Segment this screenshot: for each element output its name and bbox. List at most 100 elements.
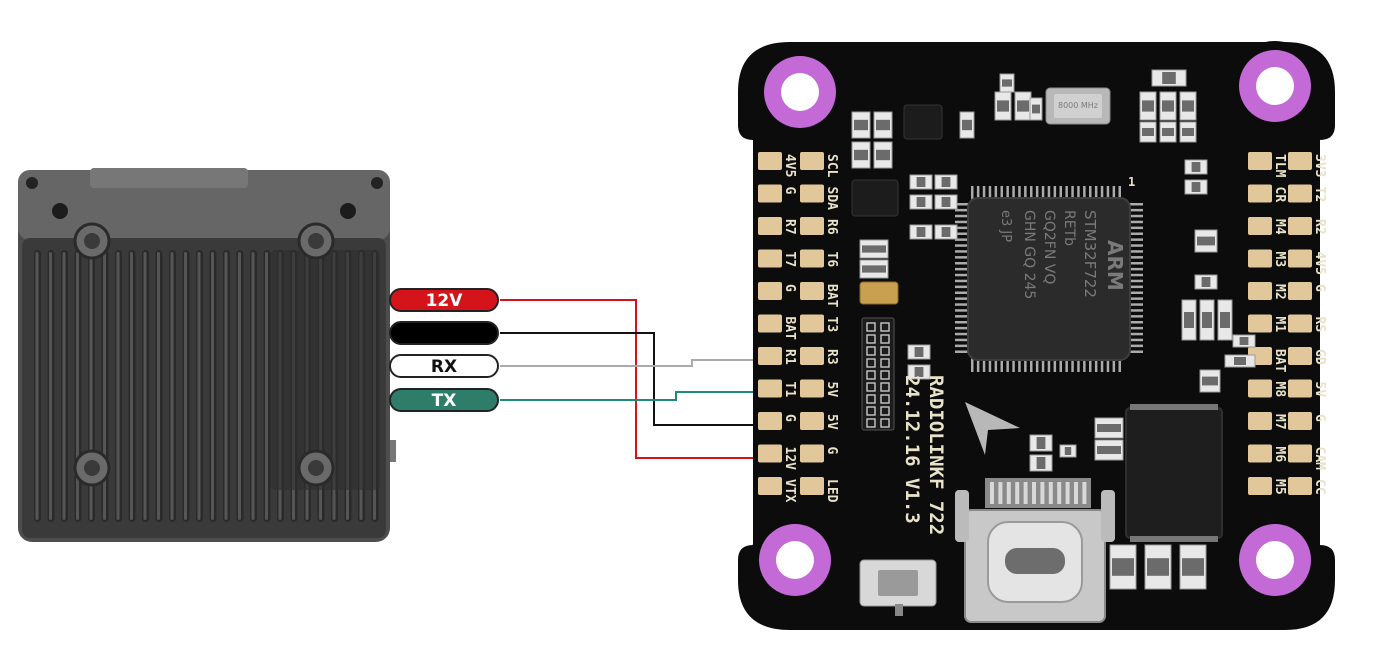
pad-label: M4: [1272, 219, 1287, 235]
solder-pad: [800, 184, 824, 203]
wire-label-12v: 12V: [389, 288, 499, 312]
smd-part: [909, 224, 933, 240]
usb-pin: [1074, 482, 1078, 504]
solder-pad: [1248, 184, 1272, 203]
mcu-pin: [955, 285, 969, 289]
header-pin: [866, 322, 876, 332]
mcu-pin: [955, 279, 969, 283]
brand-logo-icon: [965, 402, 1020, 455]
usb-pin: [990, 482, 994, 504]
solder-pad: [1288, 249, 1312, 268]
heatsink-fin-highlight: [49, 252, 52, 520]
mcu-pin: [955, 303, 969, 306]
mcu-pin: [1100, 358, 1104, 372]
smd-part: [959, 111, 975, 139]
header-pin: [866, 406, 876, 416]
mcu-pin: [1035, 186, 1039, 200]
header-pin: [866, 346, 876, 356]
mcu-pin: [1129, 208, 1143, 212]
solder-pad: [800, 282, 824, 300]
solder-pad: [758, 152, 782, 170]
smd-part: [851, 111, 871, 139]
boot-button: [859, 559, 937, 616]
pad-label: T1: [782, 382, 797, 398]
pad-label: G: [782, 414, 797, 422]
mcu-pin: [1106, 186, 1110, 200]
mcu-pin: [1100, 186, 1104, 200]
mcu-pin: [1041, 186, 1045, 200]
mcu-pin: [1053, 186, 1057, 200]
device-module: [18, 168, 396, 542]
pad-label: M7: [1272, 414, 1287, 430]
solder-pad: [758, 444, 782, 463]
mcu-pin: [1129, 338, 1143, 342]
solder-pad: [800, 379, 824, 398]
mcu-pin: [1129, 214, 1143, 218]
mcu-pin: [1112, 358, 1116, 372]
mcu-pin: [955, 309, 969, 312]
mcu-pin: [1106, 358, 1110, 372]
device-screw: [26, 177, 38, 189]
pad-label: G: [782, 187, 797, 195]
version-label: 24.12.16 V1.3: [901, 375, 923, 524]
wire-line: [500, 391, 767, 401]
small-ic: [851, 179, 899, 217]
mcu-pin: [976, 186, 980, 200]
smd-part: [1217, 299, 1233, 341]
header-pin: [866, 382, 876, 392]
device-screw: [52, 203, 68, 219]
mcu-pin: [1077, 358, 1080, 372]
pad-label: T7: [782, 252, 797, 268]
solder-pad: [758, 217, 782, 235]
solder-pad: [800, 152, 824, 170]
mcu-pin: [1006, 358, 1009, 372]
solder-pad: [1288, 347, 1312, 365]
device-top-lip: [90, 168, 248, 188]
solder-pad: [1288, 314, 1312, 333]
pad-label: CR: [1272, 187, 1287, 203]
pad-label: SCL: [824, 154, 839, 178]
mcu-pin: [1118, 358, 1121, 372]
header-pin: [866, 334, 876, 344]
heatsink-fin-highlight: [265, 252, 268, 520]
small-ic-top: [903, 104, 943, 140]
mcu-pin: [1129, 285, 1143, 289]
usb-pin: [1082, 482, 1087, 504]
mcu-pin: [1129, 279, 1143, 283]
mcu-pin: [1030, 358, 1033, 372]
heatsink-fin-highlight: [143, 252, 147, 520]
smd-part: [1029, 434, 1053, 452]
mcu-pin: [1129, 244, 1143, 247]
mcu-pin: [1053, 358, 1057, 372]
mcu-pin: [955, 203, 969, 206]
usb-pin: [998, 482, 1003, 504]
pad-label: R7: [782, 219, 797, 235]
pad-label: 4V5: [1312, 252, 1327, 275]
pad-label: RS: [1312, 317, 1327, 333]
pad-label: GD: [1312, 349, 1327, 365]
solder-pad: [758, 314, 782, 333]
mcu-pin: [1129, 291, 1143, 294]
mcu-pin: [955, 250, 969, 253]
mcu-pin: [1129, 326, 1143, 330]
mcu-pin: [1012, 186, 1015, 200]
mcu-pin: [955, 291, 969, 294]
mcu-pin: [1094, 186, 1098, 200]
mcu-pin: [1018, 186, 1021, 200]
pad-label: T3: [824, 317, 839, 333]
device-screw: [340, 203, 356, 219]
usb-pin: [1048, 482, 1053, 504]
mcu-pin: [1129, 256, 1143, 259]
pad-label: BAT: [782, 317, 797, 341]
mount-holes: [750, 41, 1320, 605]
pad-label: 12V: [782, 447, 797, 471]
mcu-pin: [1118, 186, 1121, 200]
mcu-pin: [955, 297, 969, 300]
smd-part: [873, 141, 893, 169]
